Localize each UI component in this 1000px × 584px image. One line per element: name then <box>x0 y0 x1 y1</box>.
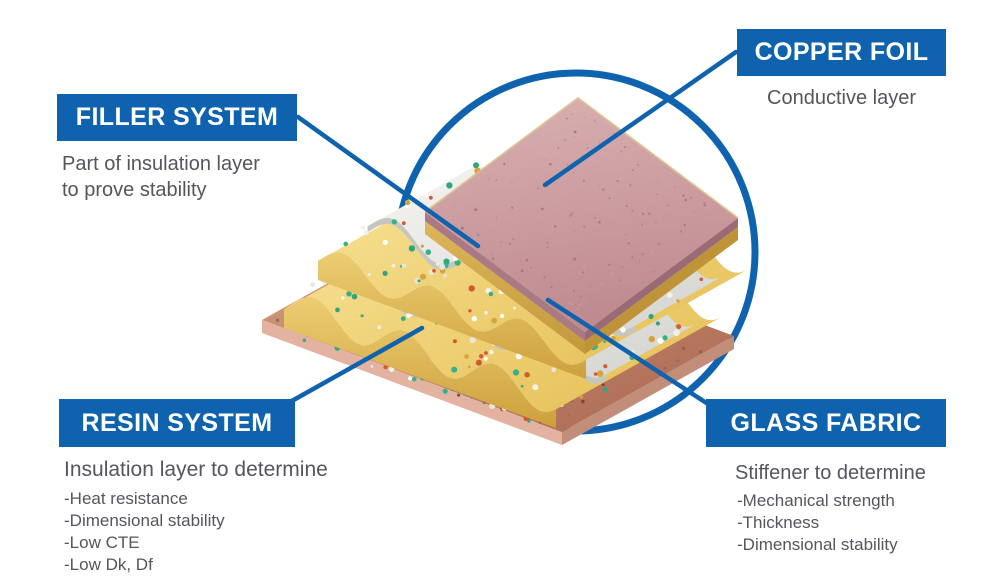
resin-system-description: Insulation layer to determine <box>64 458 328 481</box>
list-item: -Low Dk, Df <box>64 555 153 574</box>
filler-system-description: Part of insulation layer to prove stabil… <box>62 151 260 203</box>
glass-fabric-title: GLASS FABRIC <box>730 408 922 437</box>
copper-foil-label: COPPER FOIL <box>737 29 946 76</box>
list-item: -Thickness <box>737 513 820 532</box>
glass-fabric-description: Stiffener to determine <box>735 462 926 484</box>
list-item: -Mechanical strength <box>737 491 895 510</box>
glass-fabric-label: GLASS FABRIC <box>706 399 946 447</box>
copper-foil-plate <box>424 96 739 354</box>
leader-lines <box>287 49 739 407</box>
copper-foil-title: COPPER FOIL <box>754 38 929 66</box>
list-item: -Dimensional stability <box>737 535 898 554</box>
glass-leader-line <box>545 297 711 407</box>
filler-desc-line-2: to prove stability <box>62 179 207 201</box>
list-item: -Dimensional stability <box>64 511 225 530</box>
copper-leader-line <box>542 49 739 188</box>
resin-properties-list: -Heat resistance -Dimensional stability … <box>64 488 225 576</box>
filler-system-label: FILLER SYSTEM <box>57 94 297 141</box>
resin-leader-line <box>287 325 425 405</box>
copper-foil-description: Conductive layer <box>767 87 916 109</box>
list-item: -Heat resistance <box>64 489 188 508</box>
filler-leader-line <box>295 114 481 249</box>
resin-system-title: RESIN SYSTEM <box>81 408 273 437</box>
filler-desc-line-1: Part of insulation layer <box>62 153 260 175</box>
resin-system-label: RESIN SYSTEM <box>59 399 295 447</box>
filler-system-title: FILLER SYSTEM <box>75 103 279 131</box>
list-item: -Low CTE <box>64 533 140 552</box>
glass-properties-list: -Mechanical strength -Thickness -Dimensi… <box>737 490 898 556</box>
copper-foil-texture <box>431 113 706 318</box>
